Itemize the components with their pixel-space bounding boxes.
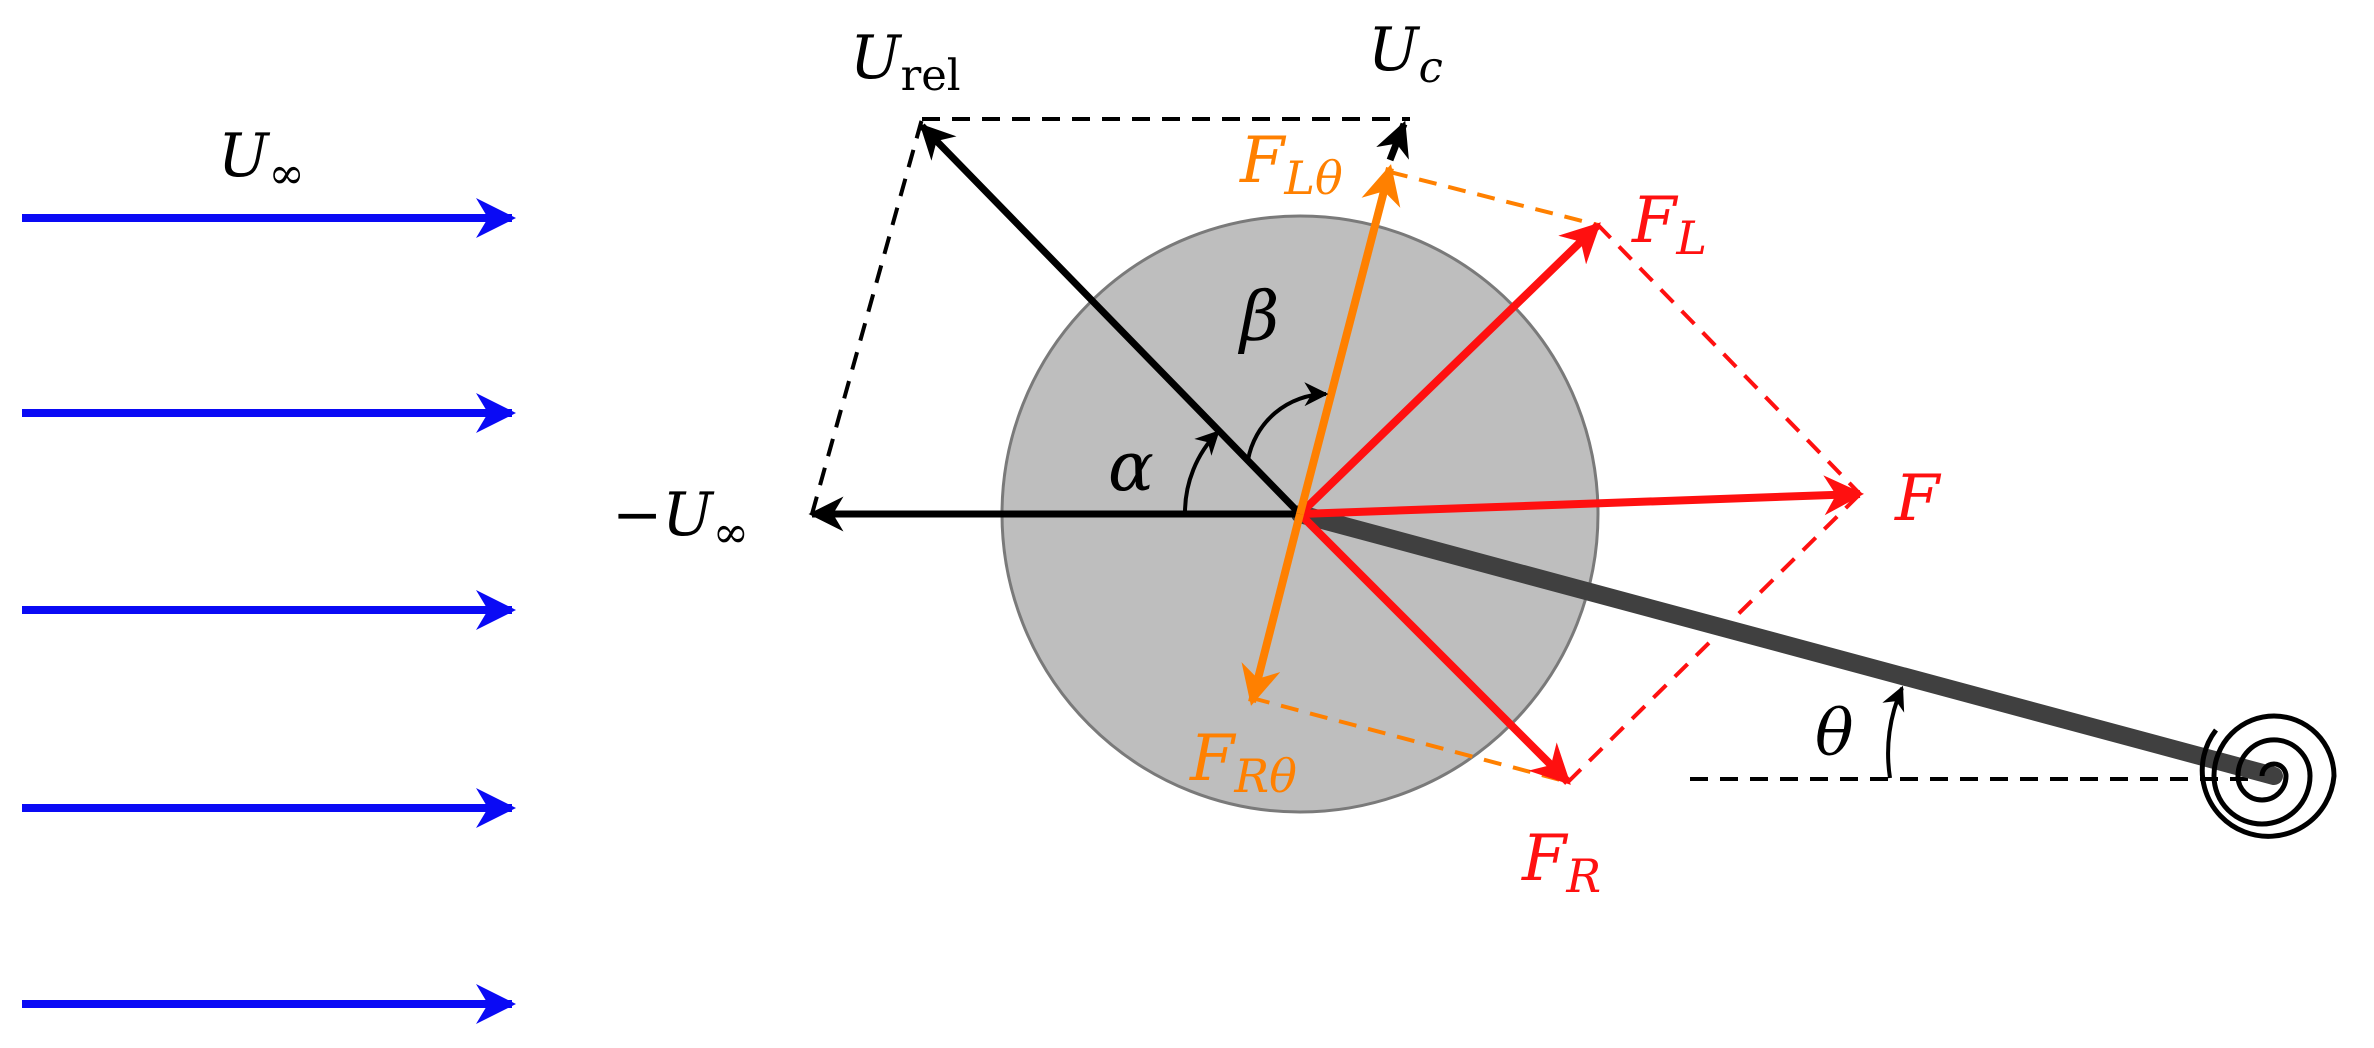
f-r-label: FR [1521,822,1601,903]
force-component-construction-lines [1251,170,1599,784]
torsion-spring-icon [2199,713,2337,839]
u-rel-vector [919,123,1303,517]
f-r-vector [1297,511,1571,785]
force-construction-lines [1566,223,1862,784]
alpha-arc [1182,430,1220,515]
freestream-arrows [22,198,516,1024]
beta-arc [1246,382,1329,461]
u-inf-label: U∞ [218,121,305,199]
f-l-vector [1297,222,1601,517]
u-c-vector [1376,120,1409,162]
force-vectors [1297,222,1864,785]
theta-label: θ [1815,697,1854,771]
velocity-vectors [808,120,1409,532]
f-l-theta-label: FLθ [1239,124,1343,205]
beta-label: β [1237,278,1279,357]
f-r-theta-label: FRθ [1189,722,1297,803]
f-vector [1299,475,1864,518]
angle-arcs [1182,382,1905,779]
f-r-theta-vector [1241,513,1304,706]
pendulum-rod [1291,505,2283,785]
velocity-construction-lines [810,117,2270,781]
theta-arc [1882,685,1905,779]
u-c-label: Uc [1368,15,1443,93]
f-l-label: FL [1631,184,1707,265]
f-l-theta-vector [1296,164,1401,516]
u-rel-label: Urel [850,23,961,101]
force-component-vectors [1241,164,1401,706]
minus-u-inf-label: −U∞ [612,480,749,558]
f-label: F [1894,462,1942,536]
alpha-label: α [1108,428,1154,507]
